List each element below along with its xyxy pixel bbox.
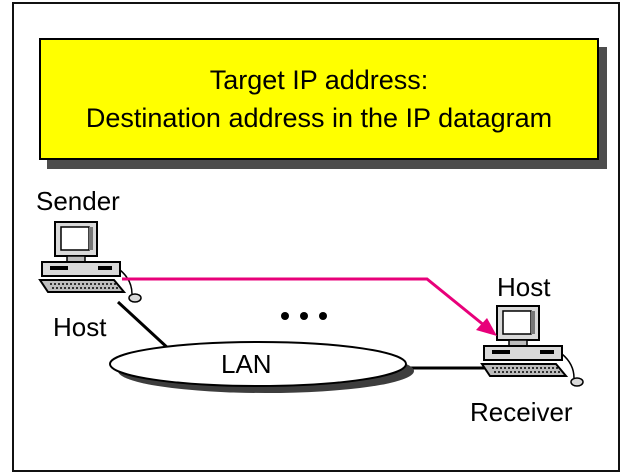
sender-label: Sender — [36, 186, 120, 216]
receiver-label: Receiver — [470, 397, 573, 427]
datagram-arrow — [122, 277, 497, 336]
ellipsis-dots — [281, 312, 327, 320]
receiver-computer-icon — [480, 305, 584, 387]
sender-lan-link — [116, 300, 172, 352]
sender-computer-icon — [38, 221, 142, 303]
lan-cloud — [109, 341, 414, 393]
banner-subtitle: Destination address in the IP datagram — [85, 103, 553, 133]
lan-ellipse — [109, 341, 407, 387]
receiver-host-label: Host — [497, 272, 551, 302]
banner-title: Target IP address: — [209, 65, 429, 95]
target-ip-banner: Target IP address: Destination address i… — [39, 38, 599, 160]
sender-host-label: Host — [53, 312, 107, 342]
lan-label: LAN — [221, 349, 272, 379]
network-diagram — [38, 221, 584, 393]
